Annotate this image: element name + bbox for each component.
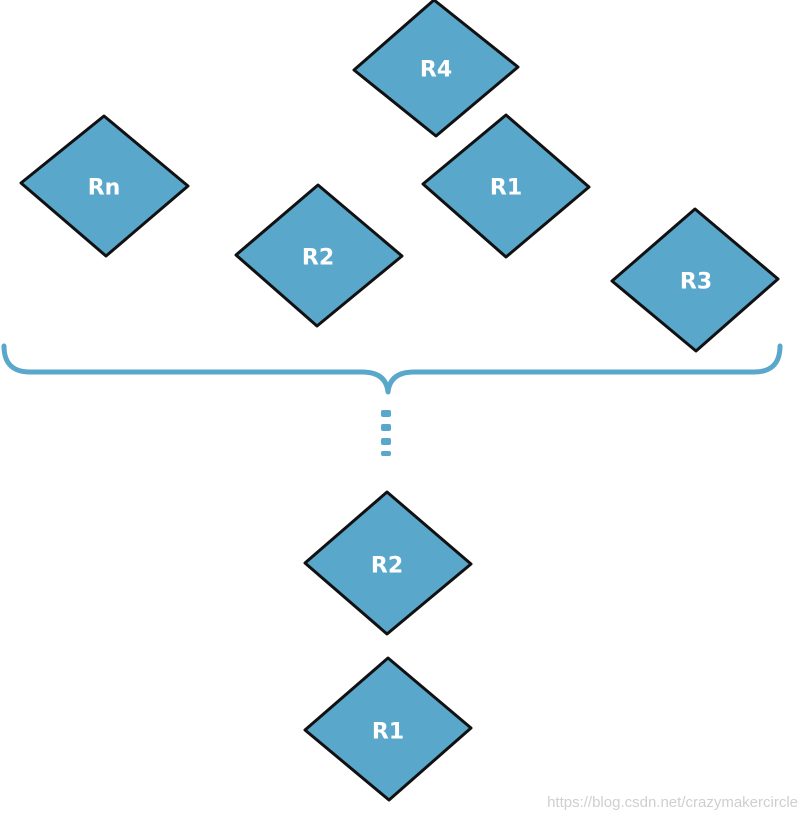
ellipsis-dot [381, 451, 391, 456]
diamond-label: R2 [371, 554, 403, 579]
diamond-node-rn: Rn [19, 114, 190, 258]
ellipsis-dot [381, 410, 391, 417]
diamond-node-r1-pool: R1 [421, 113, 591, 259]
diamond-shape [610, 207, 780, 353]
diamond-node-r2-stack: R2 [303, 490, 473, 636]
ellipsis-dot [381, 424, 391, 431]
diamond-stack: R2 R1 [303, 490, 473, 802]
diamond-node-r1-stack: R1 [303, 656, 473, 802]
ellipsis-dot [381, 438, 391, 445]
diamond-node-r3: R3 [610, 207, 780, 353]
diamond-shape [352, 0, 520, 138]
diamond-label: Rn [88, 176, 121, 201]
curly-brace-icon [1, 343, 783, 395]
diamond-shape [303, 490, 473, 636]
diamond-label: R2 [302, 246, 334, 271]
diamond-label: R3 [680, 270, 712, 295]
diamond-shape [19, 114, 190, 258]
diamond-label: R1 [490, 176, 522, 201]
diamond-node-r4: R4 [352, 0, 520, 138]
watermark-text: https://blog.csdn.net/crazymakercircle [547, 794, 798, 811]
diamond-shape [234, 183, 404, 328]
diamond-label: R1 [372, 720, 404, 745]
diamond-node-r2-pool: R2 [234, 183, 404, 328]
diamond-shape [421, 113, 591, 259]
diamond-shape [303, 656, 473, 802]
diamond-label: R4 [420, 58, 452, 83]
diamond-pool: R4 Rn R1 R2 R3 [19, 0, 780, 353]
vertical-ellipsis-icon [381, 410, 391, 456]
